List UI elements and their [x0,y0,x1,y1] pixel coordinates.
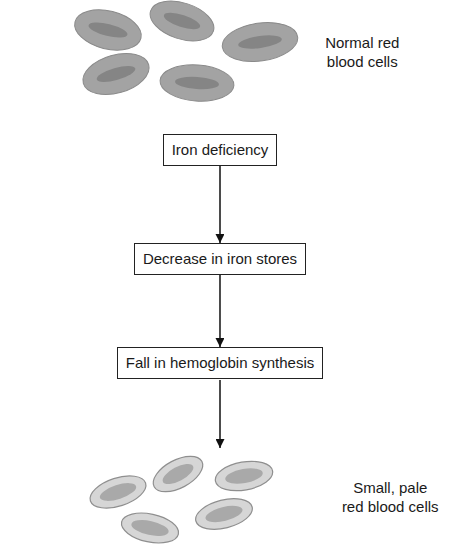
flow-arrow [219,166,221,243]
arrow-to-cells [219,380,221,448]
flow-arrow [219,275,221,347]
normal-cell [78,46,154,101]
process-box: Iron deficiency [163,134,278,166]
process-box: Fall in hemoglobin synthesis [117,347,323,379]
cell-caption: Normal red blood cells [313,33,412,71]
normal-cells [70,0,300,104]
pale-cell [86,470,150,515]
box-text: Decrease in iron stores [143,250,297,268]
pale-cell [148,449,209,499]
pale-cell [192,493,255,534]
cell-caption: Small, pale red blood cells [341,478,440,516]
pale-cell [119,508,182,547]
normal-cell [220,18,301,66]
small-pale-cells [86,449,275,548]
normal-cell [145,0,219,48]
normal-cell [159,62,235,103]
normal-cell [70,3,145,56]
box-text: Iron deficiency [172,141,269,159]
process-box: Decrease in iron stores [134,243,306,275]
box-text: Fall in hemoglobin synthesis [126,354,314,372]
pale-cell [213,457,275,495]
